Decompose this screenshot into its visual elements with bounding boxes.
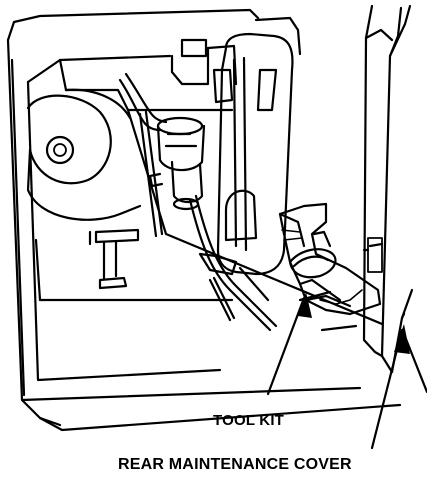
rear-maintenance-cover: [362, 4, 414, 374]
tool-kit-arrow: [266, 292, 312, 396]
tool-kit-label: TOOL KIT: [213, 412, 285, 429]
rear-maintenance-cover-label: REAR MAINTENANCE COVER: [118, 456, 352, 473]
mount-bracket: [88, 228, 140, 290]
left-disc: [26, 88, 142, 221]
tank-strap: [198, 252, 238, 276]
fuel-filter: [148, 116, 206, 211]
compartment-frame: [6, 8, 402, 432]
upper-block: [170, 38, 238, 104]
tool-kit-bag: [278, 202, 382, 316]
reservoir-tank: [216, 16, 302, 276]
rear-cover-arrow: [370, 324, 427, 450]
pipes: [118, 72, 278, 332]
